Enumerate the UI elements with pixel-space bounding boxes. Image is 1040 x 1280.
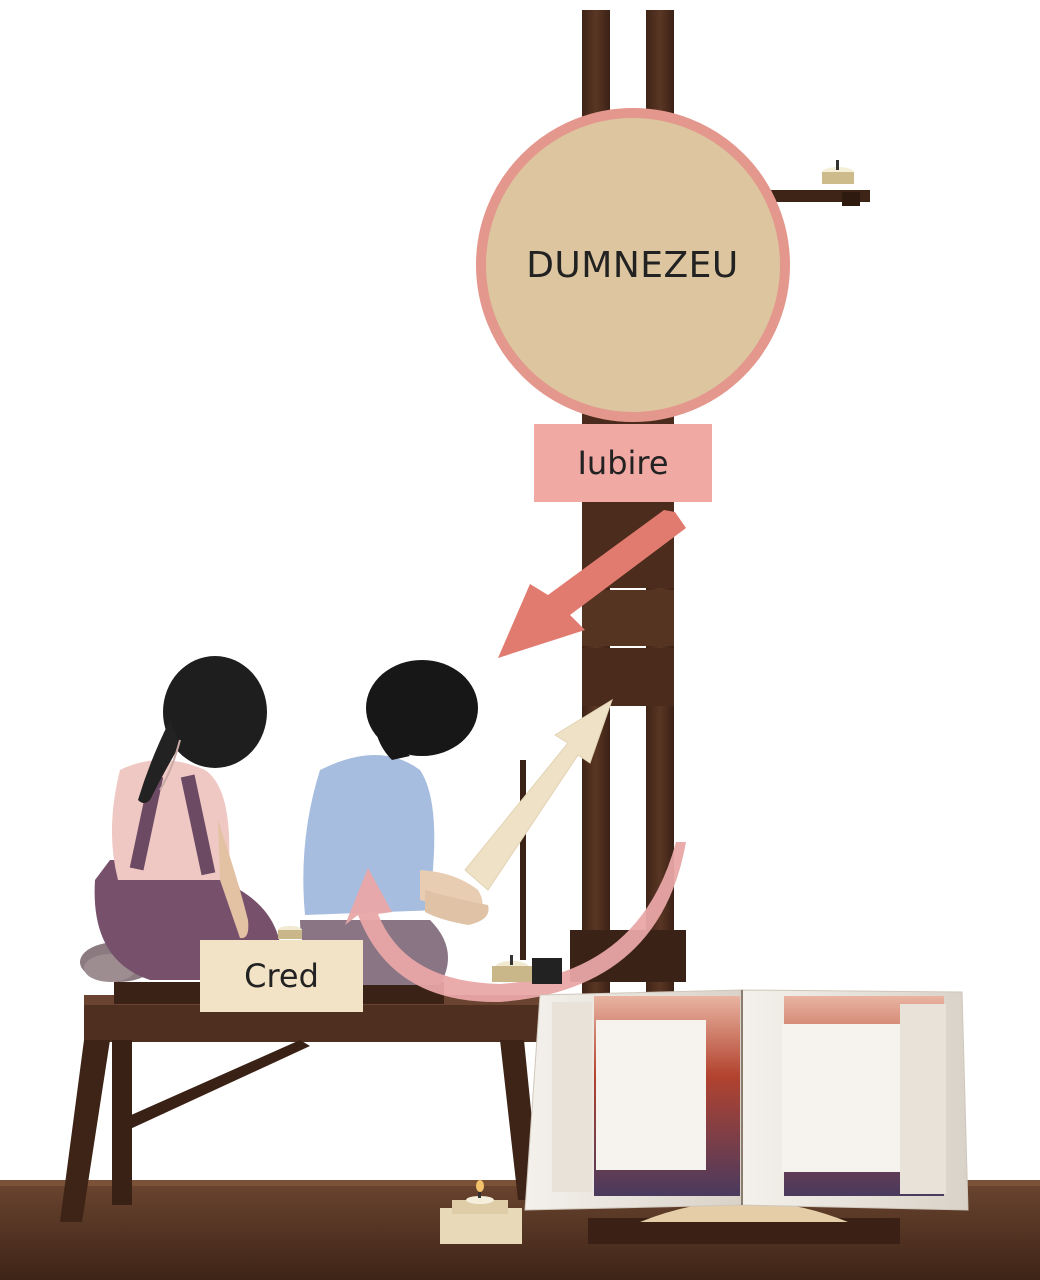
tealight-candle-icon (822, 160, 854, 184)
god-circle (476, 108, 790, 422)
tealight-candle-icon (440, 1180, 522, 1244)
god-label: DUMNEZEU (526, 244, 739, 286)
faith-arrow (464, 698, 613, 891)
love-label: Iubire (534, 424, 712, 502)
child-girl (80, 656, 282, 982)
believe-label: Cred (200, 940, 363, 1012)
bible-book (524, 989, 969, 1244)
child-boy (300, 660, 489, 985)
tealight-candle-icon (492, 955, 562, 984)
love-arrow (498, 510, 686, 658)
cycle-arrow (345, 842, 686, 1003)
tealight-candle-icon (278, 926, 302, 939)
